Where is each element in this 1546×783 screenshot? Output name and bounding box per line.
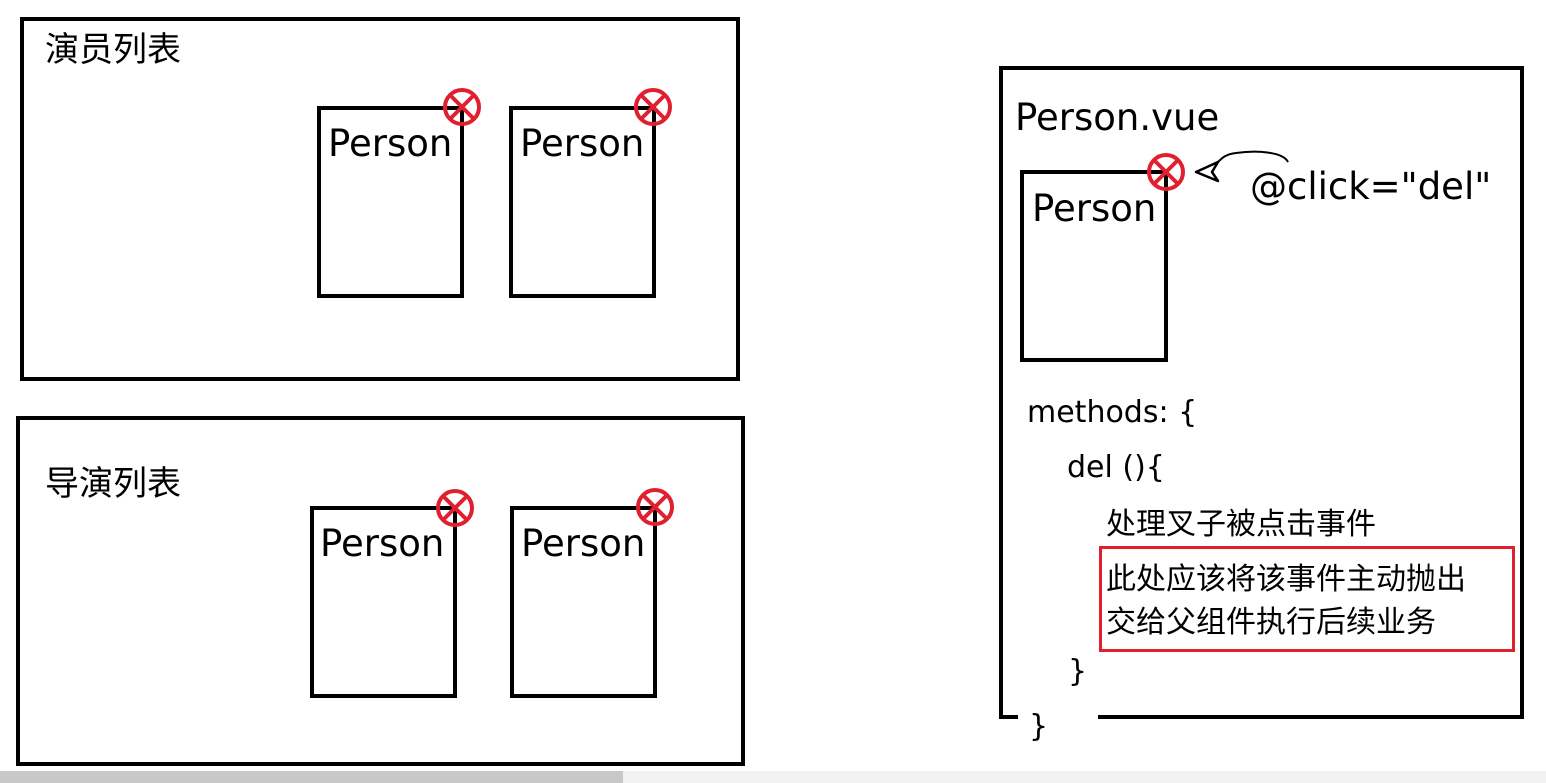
close-circle-icon[interactable] [632,86,674,128]
code-del-close: } [1068,654,1088,689]
close-circle-icon[interactable] [634,486,676,528]
actor-person-card-2-label: Person [520,122,645,165]
person-vue-title: Person.vue [1015,96,1220,139]
director-person-card-2[interactable] [510,506,657,698]
director-list-title: 导演列表 [45,464,181,504]
code-methods-close: } [1029,709,1049,744]
actor-person-card-2[interactable] [509,106,656,298]
close-circle-icon[interactable] [441,86,483,128]
director-person-card-2-label: Person [521,522,646,565]
code-highlight-line-1: 此处应该将该事件主动抛出 [1106,562,1466,597]
actor-person-card-1[interactable] [317,106,464,298]
code-methods-open: methods: { [1027,395,1198,430]
arrow-icon [1194,150,1289,183]
close-circle-icon[interactable] [1145,151,1187,193]
close-circle-icon[interactable] [434,487,476,529]
director-person-card-1[interactable] [310,506,457,698]
director-person-card-1-label: Person [320,522,445,565]
code-del-open: del (){ [1067,450,1165,485]
highlight-box [1099,546,1515,652]
person-vue-card-label: Person [1032,187,1157,230]
actor-person-card-1-label: Person [328,122,453,165]
actor-list-title: 演员列表 [45,30,181,70]
code-handle-line: 处理叉子被点击事件 [1106,507,1376,542]
person-vue-card[interactable] [1020,170,1168,362]
horizontal-scrollbar-thumb[interactable] [0,771,623,783]
click-annotation: @click="del" [1250,165,1492,208]
code-highlight-line-2: 交给父组件执行后续业务 [1106,605,1436,640]
panel-border-gap [1018,712,1098,722]
